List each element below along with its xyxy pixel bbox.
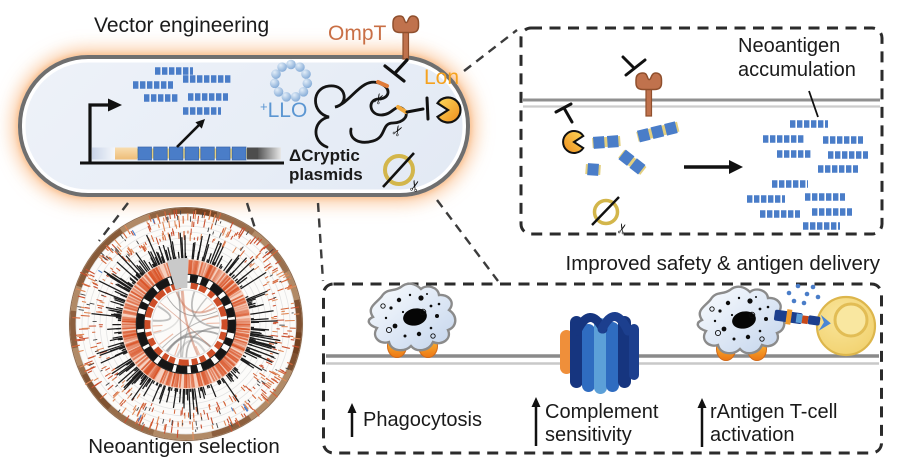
llo-name: LLO (267, 99, 308, 122)
inhibition-tbar-icon (554, 102, 574, 124)
improved-safety-title: Improved safety & antigen delivery (565, 252, 881, 275)
plasmid-ring-icon (591, 196, 620, 226)
membrane (326, 354, 879, 365)
label-callout-line (808, 90, 819, 118)
circos-plot (68, 206, 304, 442)
membrane (523, 98, 880, 108)
macrophage-icon (367, 282, 457, 359)
cytokine-dots (786, 283, 821, 306)
scissors-icon: ✂ (613, 221, 631, 236)
bacterial-cell (18, 55, 470, 197)
macrophage-icon (696, 285, 786, 362)
llo-label: +LLO (260, 99, 307, 123)
accumulated-peptides (747, 120, 868, 230)
accumulation-arrow (684, 160, 743, 174)
lon-label: Lon (424, 66, 460, 89)
neoantigen-selection-label: Neoantigen selection (88, 435, 280, 458)
t-cell-activation-label: rAntigen T-cell activation (710, 401, 838, 446)
neoantigen-accumulation-label: Neoantigen accumulation (738, 35, 856, 81)
section-title-vector-engineering: Vector engineering (94, 14, 270, 37)
llo-plus: + (260, 99, 268, 114)
t-cell-icon (815, 295, 877, 357)
complement-sensitivity-label: Complement sensitivity (545, 401, 659, 446)
peptide-fragments (585, 121, 680, 176)
ompt-receptor-icon (392, 15, 420, 60)
ompt-label: OmpT (328, 22, 387, 45)
lon-pacman-icon (562, 130, 585, 154)
complement-pore-icon (560, 312, 639, 394)
phagocytosis-label: Phagocytosis (363, 409, 482, 431)
antigen-presentation-connector (773, 309, 831, 331)
ompt-receptor-icon (635, 72, 663, 117)
cryptic-plasmids-label: ΔCryptic plasmids (289, 146, 363, 185)
inhibition-tbar-icon (621, 55, 647, 77)
